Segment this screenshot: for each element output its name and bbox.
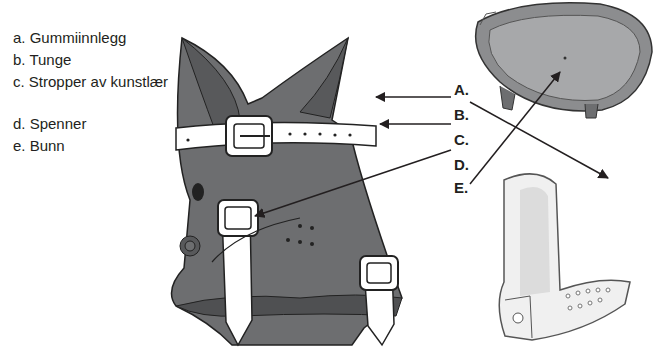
- callout-letter: D.: [454, 155, 469, 175]
- part-name: b. Tunge: [13, 50, 181, 70]
- part-name: e. Bunn: [13, 136, 181, 156]
- rubber-insole: [476, 3, 652, 118]
- bottom-shell: [499, 174, 630, 340]
- part-name: a. Gummiinnlegg: [13, 28, 181, 48]
- foot-orthosis: [172, 38, 403, 345]
- part-name: c. Stropper av kunstlær: [13, 72, 181, 92]
- callout-letter: B.: [454, 105, 469, 125]
- callout-letter: A.: [454, 80, 469, 100]
- part-name: d. Spenner: [13, 114, 181, 134]
- callout-letter: C.: [454, 130, 469, 150]
- callout-letter: E.: [454, 178, 468, 198]
- leader-lines: [255, 72, 608, 216]
